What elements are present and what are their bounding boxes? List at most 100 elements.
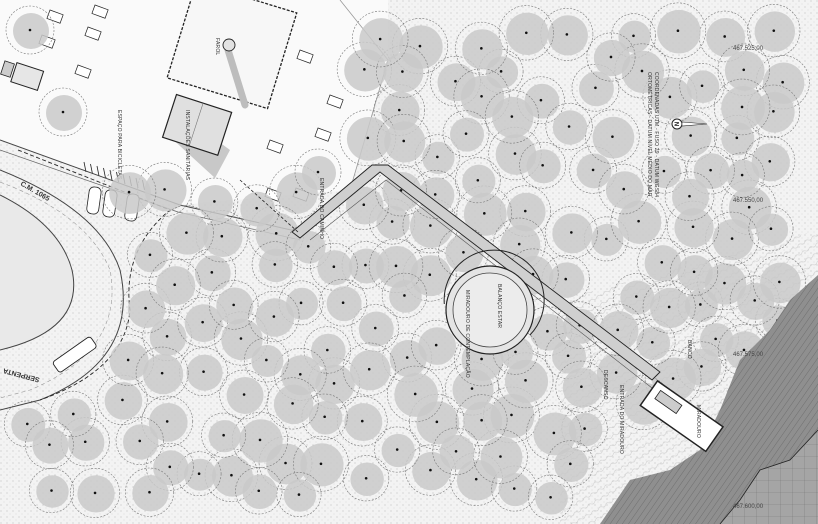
tree: [5, 5, 55, 55]
contemplation-label-2: BALANÇO ESTAR: [496, 284, 502, 328]
tree: [546, 440, 594, 488]
bus-stop: [52, 336, 97, 373]
toilets-building: [161, 93, 233, 156]
tree: [454, 21, 508, 75]
tree: [374, 426, 421, 473]
lighthouse-label: FAROL: [214, 38, 220, 55]
tree: [159, 205, 214, 260]
tree: [219, 369, 269, 420]
tree: [752, 255, 806, 309]
lighthouse-shadow: [224, 46, 249, 109]
tree: [586, 32, 636, 82]
tree: [376, 114, 431, 168]
bike-rack: [90, 163, 93, 175]
grid-coordinate: 467.550,00: [733, 198, 764, 204]
tree: [28, 468, 75, 514]
tree: [120, 283, 171, 334]
bench: [266, 139, 284, 154]
tree: [301, 393, 348, 440]
tree: [276, 472, 322, 518]
tree: [697, 256, 752, 311]
tree: [598, 163, 649, 215]
tree: [135, 346, 189, 400]
tree: [698, 10, 751, 63]
tree: [545, 102, 593, 151]
viewpoint-platform: [639, 379, 725, 453]
tree: [101, 164, 157, 220]
tree: [432, 427, 480, 475]
bike-rack: [83, 161, 87, 173]
tree: [569, 146, 617, 194]
tree: [70, 467, 120, 518]
tree: [124, 467, 174, 517]
tree: [266, 377, 319, 430]
tree: [642, 280, 696, 334]
tree: [248, 290, 300, 343]
tree: [251, 241, 298, 288]
tree: [747, 4, 801, 58]
tree: [679, 63, 725, 109]
sea-grid: [720, 430, 818, 524]
grid-coordinate: 467.600,00: [733, 504, 764, 510]
tree: [713, 78, 771, 136]
tree: [519, 141, 566, 189]
contemplation-label-1: MIRADOURO DE CONTEMPLAÇÃO: [464, 290, 471, 378]
coordinates-note: COORDENADAS UTM - FUSO 29 - DATUM WGS84: [653, 72, 659, 197]
sea-hatch: [600, 275, 818, 524]
tree: [319, 278, 367, 327]
north-label: N: [673, 122, 679, 126]
tree: [403, 247, 457, 302]
tree: [342, 342, 396, 396]
tree: [492, 217, 546, 271]
bench-label: BANCO: [686, 340, 692, 359]
tree: [208, 280, 259, 330]
tree: [233, 184, 281, 232]
tree: [528, 474, 574, 520]
tree: [585, 109, 640, 164]
tree: [50, 391, 97, 437]
grid-coordinate: 467.525,00: [733, 46, 764, 52]
tree: [343, 455, 390, 502]
tree: [748, 206, 794, 252]
bike-rack: [96, 165, 100, 177]
tree: [714, 115, 760, 161]
tree: [381, 272, 428, 319]
contemplation-deck: [443, 249, 545, 355]
tree: [686, 145, 735, 195]
viewpoint-entrance-label: ENTRADA DO MIRADOURO: [618, 385, 624, 454]
tree: [285, 223, 331, 269]
toilets-label: INSTALAÇÕES SANITÁRIAS: [184, 110, 191, 181]
bike-parking-label: ESPAÇO PARA BICICLETAS: [116, 110, 122, 180]
tree: [368, 238, 424, 294]
tree: [555, 360, 608, 413]
kiosk: [0, 60, 45, 91]
lighthouse: [222, 38, 236, 52]
tree: [38, 87, 88, 137]
tree: [176, 451, 222, 497]
tree: [201, 412, 247, 458]
north-arrow-icon: N: [671, 118, 708, 130]
grid-coordinate: 467.575,00: [733, 352, 764, 358]
trail: [239, 179, 299, 233]
tree: [484, 89, 539, 144]
rest-area-label: DESCANSO: [602, 370, 608, 400]
tree: [649, 2, 707, 59]
tree: [719, 152, 765, 198]
tree: [115, 416, 164, 465]
tree: [545, 206, 598, 259]
tree: [141, 395, 193, 448]
viewpoint-label: MIRADOURO: [695, 405, 701, 438]
tree: [145, 442, 194, 491]
tree: [517, 76, 565, 124]
tree: [664, 171, 715, 221]
bench: [91, 4, 109, 19]
bench: [314, 127, 332, 142]
bench: [74, 64, 92, 79]
tree: [526, 405, 582, 461]
tree: [404, 444, 456, 496]
tree: [190, 177, 239, 226]
tree: [303, 326, 351, 374]
tree: [235, 467, 283, 515]
